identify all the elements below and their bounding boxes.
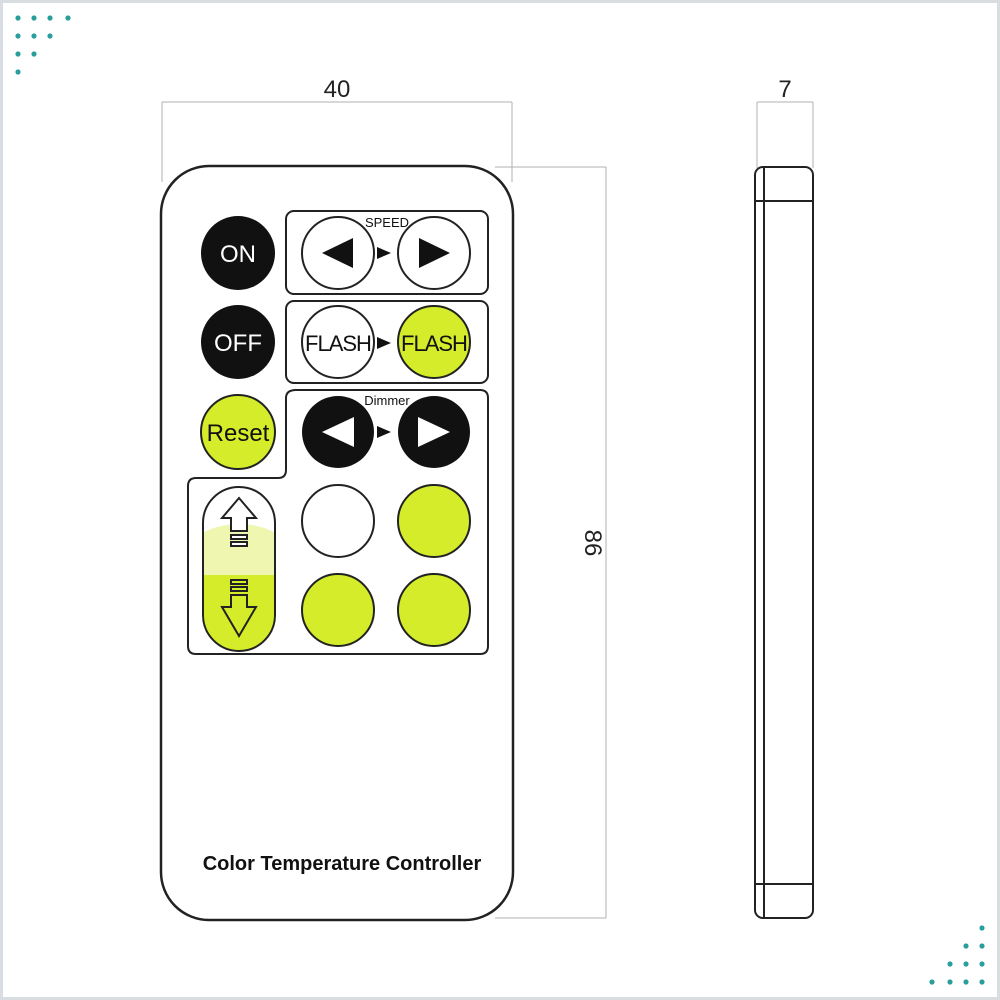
depth-dimension: [756, 101, 814, 168]
left-arrow-icon: [322, 417, 354, 447]
height-dimension: [495, 166, 607, 919]
preset-white-button[interactable]: [301, 484, 375, 558]
cooler-down-arrow-icon: [220, 579, 258, 638]
flash-panel: [285, 300, 489, 384]
flash-left-button[interactable]: FLASH: [301, 305, 375, 379]
dimmer-panel: [187, 389, 489, 655]
on-button-label: ON: [220, 241, 256, 268]
dimmer-down-button[interactable]: [302, 396, 374, 468]
speed-up-button[interactable]: [397, 216, 471, 290]
right-arrow-icon: [419, 238, 450, 268]
flash-left-label: FLASH: [305, 331, 371, 356]
on-button[interactable]: ON: [201, 216, 275, 290]
off-button[interactable]: OFF: [201, 305, 275, 379]
dimmer-group-label: Dimmer: [364, 393, 410, 408]
reset-button-label: Reset: [207, 420, 270, 447]
reset-button[interactable]: Reset: [200, 394, 276, 470]
speed-panel: [285, 210, 489, 295]
right-arrow-icon: [418, 417, 450, 447]
small-right-arrow-icon: [377, 426, 391, 438]
flash-right-button[interactable]: FLASH: [397, 305, 471, 379]
dimmer-up-button[interactable]: [398, 396, 470, 468]
speed-group-label: SPEED: [365, 215, 409, 230]
product-label: Color Temperature Controller: [203, 853, 482, 875]
corner-dots-bottom-right: [929, 925, 985, 985]
preset-button-3[interactable]: [301, 573, 375, 647]
remote-side-view: [754, 166, 814, 919]
depth-dimension-label: 7: [778, 76, 791, 103]
width-dimension-label: 40: [324, 76, 351, 103]
height-dimension-label: 86: [579, 530, 606, 557]
off-button-label: OFF: [214, 330, 262, 357]
small-right-arrow-icon: [377, 337, 391, 349]
corner-dots-top-left: [15, 15, 71, 75]
width-dimension: [161, 101, 513, 182]
color-temperature-rocker[interactable]: [184, 486, 294, 652]
speed-down-button[interactable]: [301, 216, 375, 290]
warmer-up-arrow-icon: [219, 496, 259, 547]
flash-right-label: FLASH: [401, 331, 467, 356]
preset-button-2[interactable]: [397, 484, 471, 558]
left-arrow-icon: [322, 238, 353, 268]
small-right-arrow-icon: [377, 247, 391, 259]
preset-button-4[interactable]: [397, 573, 471, 647]
